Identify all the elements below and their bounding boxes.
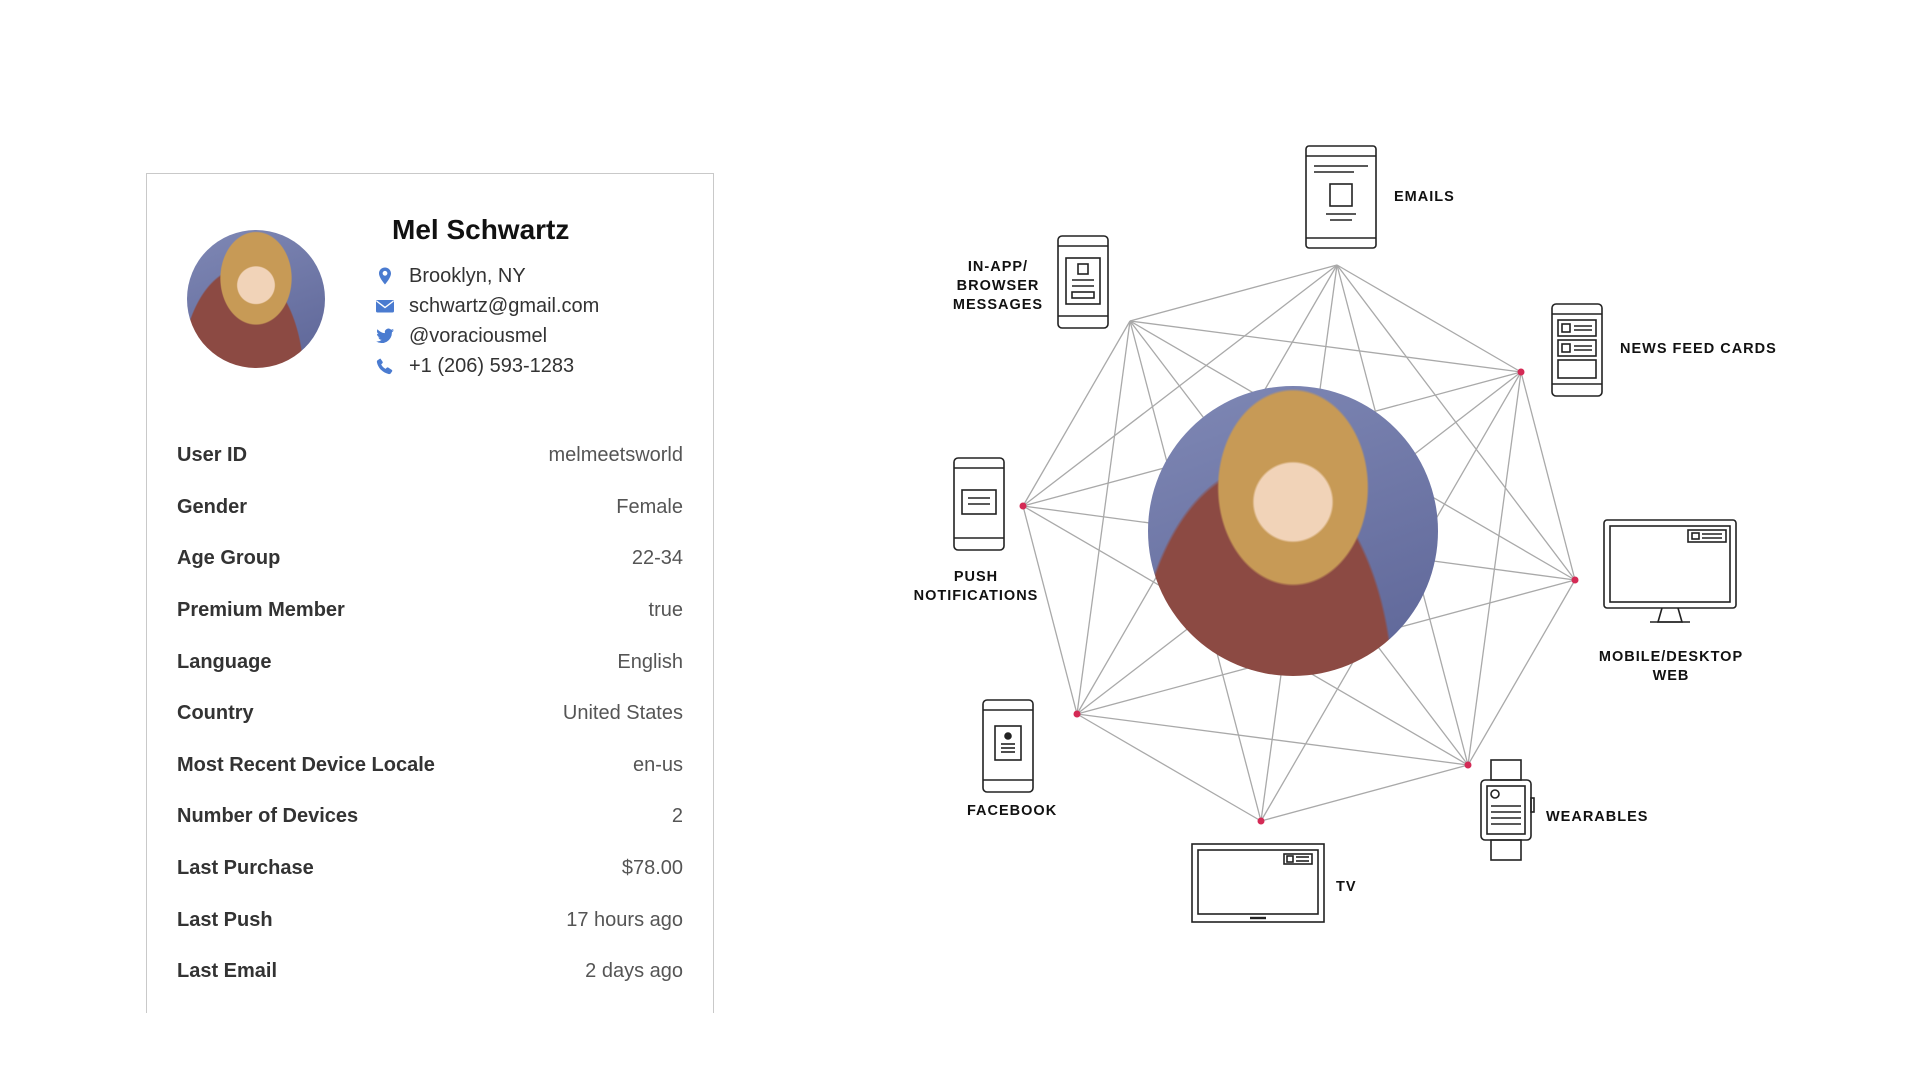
contact-phone: +1 (206) 593-1283 [375,351,599,381]
in-app-phone-icon [1057,235,1109,329]
attr-value: 2 [671,805,683,828]
attr-value: melmeetsworld [548,444,683,467]
attr-value: Female [616,495,683,518]
contact-location-text: Brooklyn, NY [409,264,526,287]
attr-row-age-group: Age Group 22-34 [177,533,683,585]
node-wearables [1464,761,1472,769]
network-nodes [1019,368,1579,825]
attr-row-last-push: Last Push 17 hours ago [177,894,683,946]
channel-label-news-feed: NEWS FEED CARDS [1620,341,1777,357]
contact-email: schwartz@gmail.com [375,291,599,321]
attr-value: 22-34 [631,547,683,570]
channel-network-diagram: EMAILS IN-APP/ BROWSER MESSAGES [880,120,1880,940]
channel-label-tv: TV [1336,879,1357,895]
attr-row-last-email: Last Email 2 days ago [177,946,683,998]
node-push [1019,502,1027,510]
attr-value: true [648,599,683,622]
channel-label-wearables: WEARABLES [1546,809,1649,822]
contact-twitter: @voraciousmel [375,321,599,351]
attr-label: Last Purchase [177,857,314,880]
channel-label-in-app: IN-APP/ BROWSER MESSAGES [952,259,1044,313]
email-tablet-icon [1305,145,1377,249]
attr-value: en-us [632,753,683,776]
attr-row-number-of-devices: Number of Devices 2 [177,791,683,843]
channel-label-facebook: FACEBOOK [967,803,1058,819]
desktop-monitor-icon [1603,519,1737,623]
profile-name: Mel Schwartz [392,214,570,245]
attr-label: Last Email [177,960,278,983]
phone-icon [376,358,393,375]
attr-row-device-locale: Most Recent Device Locale en-us [177,740,683,792]
attr-row-premium-member: Premium Member true [177,585,683,637]
attr-value: $78.00 [621,857,683,880]
tv-icon [1191,843,1325,923]
attr-label: User ID [177,444,248,467]
envelope-icon [376,300,394,313]
channel-label-web: MOBILE/DESKTOP WEB [1598,649,1744,684]
attr-label: Most Recent Device Locale [177,753,435,776]
contact-location: Brooklyn, NY [375,261,599,291]
smartwatch-icon [1480,759,1535,861]
attr-label: Last Push [177,908,273,931]
attr-label: Age Group [177,547,281,570]
contact-twitter-text[interactable]: @voraciousmel [409,324,548,347]
attribute-list: User ID melmeetsworld Gender Female Age … [177,430,683,998]
contact-phone-text[interactable]: +1 (206) 593-1283 [409,354,575,377]
channel-label-emails: EMAILS [1394,189,1455,205]
node-web [1571,576,1579,584]
channel-label-push: PUSH NOTIFICATIONS [913,569,1039,604]
attr-row-last-purchase: Last Purchase $78.00 [177,843,683,895]
attr-label: Premium Member [177,599,345,622]
push-phone-icon [953,457,1005,551]
attr-label: Number of Devices [177,805,359,828]
twitter-icon [376,328,394,344]
attr-row-language: Language English [177,636,683,688]
attr-row-user-id: User ID melmeetsworld [177,430,683,482]
node-facebook [1073,710,1081,718]
attr-value: United States [562,702,683,725]
attr-label: Country [177,702,254,725]
node-tv [1257,817,1265,825]
attr-row-country: Country United States [177,688,683,740]
attr-row-gender: Gender Female [177,482,683,534]
location-pin-icon [379,267,391,285]
attr-label: Gender [177,495,248,518]
attr-value: English [617,650,683,673]
facebook-phone-icon [982,699,1034,793]
news-feed-phone-icon [1551,303,1603,397]
attr-label: Language [177,650,272,673]
contact-list: Brooklyn, NY schwartz@gmail.com @voracio… [375,261,599,381]
attr-value: 17 hours ago [566,908,683,931]
profile-card: Mel Schwartz Brooklyn, NY schwartz@gmail… [146,173,714,1013]
attr-value: 2 days ago [585,960,683,983]
node-news-feed [1517,368,1525,376]
contact-email-text[interactable]: schwartz@gmail.com [409,294,600,317]
center-user-photo [1148,386,1438,676]
profile-avatar [187,230,325,368]
